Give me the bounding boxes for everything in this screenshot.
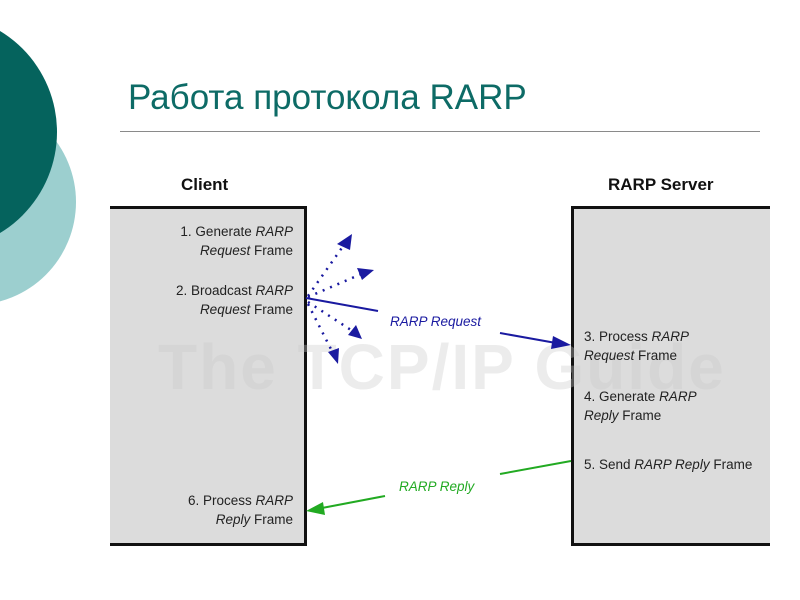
request-arrowhead (551, 336, 571, 349)
step-text: 2. Broadcast (175, 283, 256, 298)
reply-arrow-end (321, 495, 386, 509)
step-text: RARP (255, 283, 293, 298)
step-text: Frame (250, 243, 293, 258)
step-text: 4. Generate (584, 389, 660, 404)
step-line: Reply Frame (584, 406, 697, 425)
step-text: Frame (250, 302, 293, 317)
step-text: RARP (255, 493, 293, 508)
step-text: Reply (215, 512, 251, 527)
dark-circle (0, 31, 57, 233)
step-text: 6. Process (187, 493, 256, 508)
request-label: RARP Request (390, 314, 482, 329)
broadcast-arrows (306, 241, 367, 356)
watermark: The TCP/IP Guide (158, 331, 726, 403)
step-text: Frame (250, 512, 293, 527)
slide-title: Работа протокола RARP (128, 78, 527, 117)
step-line: 3. Process RARP (584, 327, 689, 346)
broadcast-arrow (306, 241, 348, 297)
step-text: Frame (709, 457, 753, 472)
step-line: 4. Generate RARP (584, 387, 697, 406)
step-text: 5. Send (584, 457, 635, 472)
client-header: Client (181, 175, 229, 194)
broadcast-arrow (307, 270, 367, 299)
step-line: Request Frame (176, 300, 293, 319)
broadcast-arrowheads (328, 234, 374, 364)
step-text: Request (584, 348, 635, 363)
step-text: Request (199, 243, 251, 258)
server-step-5: 5. Send RARP Reply Frame (584, 455, 752, 474)
step-text: 1. Generate (180, 224, 256, 239)
step-text: RARP Reply (634, 457, 710, 472)
broadcast-arrow (306, 303, 336, 356)
step-text: Request (199, 302, 251, 317)
step-text: RARP (659, 389, 697, 404)
step-line: Reply Frame (188, 510, 293, 529)
request-arrow-end (499, 332, 557, 344)
reply-arrowhead (306, 502, 325, 515)
step-text: Frame (634, 348, 678, 363)
step-line: Request Frame (180, 241, 293, 260)
reply-label: RARP Reply (399, 479, 475, 494)
step-line: 6. Process RARP (188, 491, 293, 510)
step-line: 5. Send RARP Reply Frame (584, 455, 752, 474)
step-text: Reply (584, 408, 619, 423)
broadcast-arrow (307, 300, 355, 334)
reply-arrow-start (499, 460, 572, 475)
step-text: RARP (651, 329, 690, 344)
step-text: Frame (618, 408, 662, 423)
step-line: Request Frame (584, 346, 689, 365)
step-text: 3. Process (584, 329, 652, 344)
step-line: 1. Generate RARP (180, 222, 293, 241)
server-header: RARP Server (608, 175, 714, 194)
step-text: RARP (255, 224, 293, 239)
server-box (571, 206, 770, 546)
client-box (110, 206, 307, 546)
request-arrow-start (305, 297, 379, 312)
step-line: 2. Broadcast RARP (176, 281, 293, 300)
title-divider (120, 131, 760, 132)
